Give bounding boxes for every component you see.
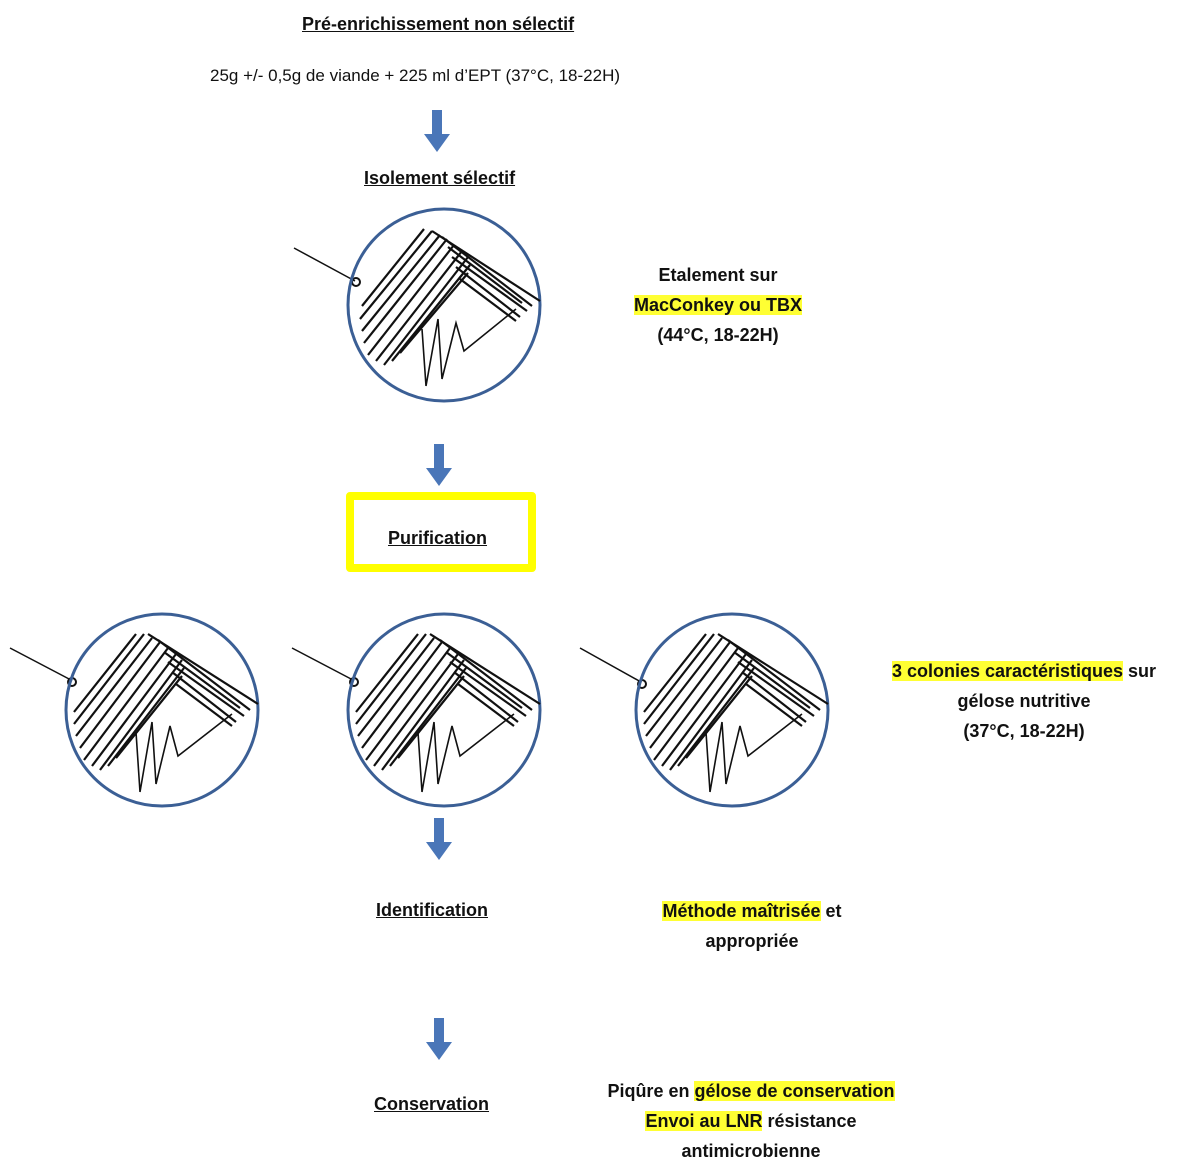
identification-title: Identification [376, 900, 488, 920]
down-arrow-icon [426, 818, 452, 860]
down-arrow-icon [426, 444, 452, 486]
petri-dish-streak-icon [9, 612, 260, 808]
identification-note-line2: appropriée [705, 931, 799, 951]
down-arrow-icon [426, 1018, 452, 1060]
purification-colonies-highlight: 3 colonies caractéristiques [891, 661, 1124, 681]
down-arrow-icon [424, 110, 450, 152]
purification-title: Purification [388, 528, 488, 548]
petri-dish-streak-icon [293, 207, 542, 403]
isolation-media-highlight: MacConkey ou TBX [633, 295, 803, 315]
conservation-title: Conservation [374, 1094, 490, 1114]
petri-dish-streak-icon [291, 612, 542, 808]
conservation-lnr-highlight: Envoi au LNR [645, 1111, 763, 1131]
pre-enrichment-detail: 25g +/- 0,5g de viande + 225 ml d’EPT (3… [210, 66, 621, 85]
conservation-note: Piqûre en gélose de conservation Envoi a… [566, 1076, 936, 1166]
purification-note-rest: sur [1123, 661, 1157, 681]
identification-note: Méthode maîtrisée et appropriée [622, 896, 882, 956]
isolation-title: Isolement sélectif [364, 168, 516, 188]
isolation-note: Etalement sur MacConkey ou TBX (44°C, 18… [618, 260, 818, 350]
conservation-medium-highlight: gélose de conservation [694, 1081, 895, 1101]
conservation-note-plain: Piqûre en [607, 1081, 695, 1101]
inoculation-loop-icon [291, 647, 359, 687]
identification-method-highlight: Méthode maîtrisée [662, 901, 821, 921]
purification-note-conditions: (37°C, 18-22H) [963, 721, 1085, 741]
purification-highlight-box [346, 492, 536, 572]
conservation-note-line3: antimicrobienne [681, 1141, 821, 1161]
isolation-note-line1: Etalement sur [658, 265, 778, 285]
inoculation-loop-icon [579, 647, 647, 689]
purification-note: 3 colonies caractéristiques sur gélose n… [876, 656, 1172, 746]
purification-note-medium: gélose nutritive [957, 691, 1091, 711]
pre-enrichment-title: Pré-enrichissement non sélectif [302, 14, 575, 34]
petri-dish-streak-icon [579, 612, 830, 808]
identification-note-rest: et [820, 901, 842, 921]
isolation-note-conditions: (44°C, 18-22H) [657, 325, 779, 345]
inoculation-loop-icon [9, 647, 77, 687]
conservation-note-rest: résistance [762, 1111, 857, 1131]
